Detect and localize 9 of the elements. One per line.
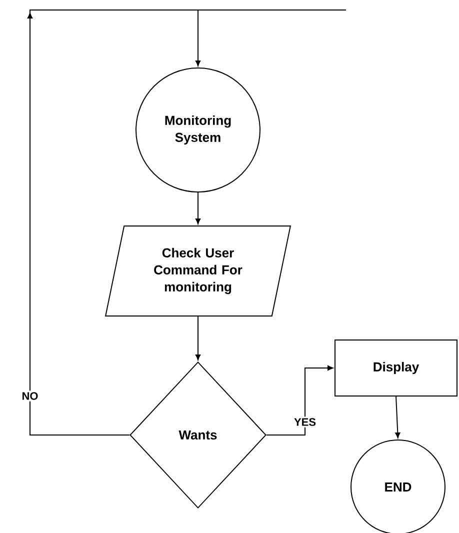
edge-label: YES [292,416,318,428]
edge-label: NO [20,390,40,402]
arrow [266,365,334,436]
circle-node: Monitoring System [136,68,260,192]
arrow [195,316,201,360]
process-box: Display [334,340,458,396]
arrow [27,10,201,436]
arrow [195,192,201,224]
arrow [395,396,400,438]
